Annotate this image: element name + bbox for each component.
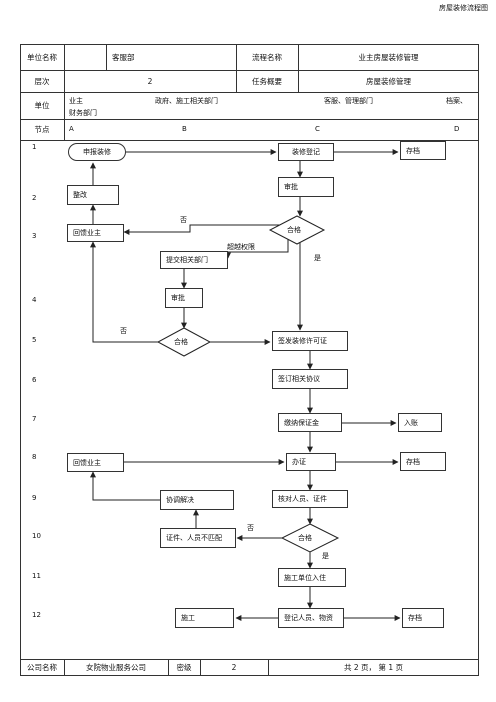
dept-label: 单位 xyxy=(34,101,50,110)
grid-line xyxy=(106,44,107,70)
dept-service: 客服、管理部门 xyxy=(324,97,373,105)
row-number: 6 xyxy=(32,376,37,384)
lane-a: A xyxy=(69,125,74,133)
edge-label-exceed-authority: 超越权限 xyxy=(227,243,255,251)
node-pay-deposit: 缴纳保证金 xyxy=(278,413,342,432)
node-archive-3: 存档 xyxy=(402,608,444,628)
node-mismatch: 证件、人员不匹配 xyxy=(160,528,236,548)
grid-line xyxy=(236,44,237,92)
grid-line xyxy=(298,44,299,92)
decision-qualified-1 xyxy=(268,215,326,245)
dept-finance: 财务部门 xyxy=(69,109,97,117)
decision-qualified-2 xyxy=(156,327,212,357)
node-feedback-owner-1: 回馈业主 xyxy=(67,224,124,242)
node-submit-department: 提交相关部门 xyxy=(160,251,228,269)
node-register-goods: 登记人员、物资 xyxy=(278,608,344,628)
node-feedback-owner-2: 回馈业主 xyxy=(67,453,124,472)
row-number: 10 xyxy=(32,532,41,540)
row-number: 2 xyxy=(32,194,37,202)
row-number: 7 xyxy=(32,415,37,423)
document-title: 房屋装修流程图 xyxy=(439,4,488,12)
row-number: 8 xyxy=(32,453,37,461)
process-value: 业主房屋装修管理 xyxy=(358,52,419,62)
grid-line xyxy=(268,659,269,676)
row-number: 9 xyxy=(32,494,37,502)
row-number: 1 xyxy=(32,143,37,151)
lane-d: D xyxy=(454,125,460,133)
node-verify-personnel: 核对人员、证件 xyxy=(272,490,348,508)
node-accounting: 入账 xyxy=(398,413,442,432)
arrow-qualified-feedback xyxy=(123,224,290,235)
row-number: 11 xyxy=(32,572,41,580)
row-number: 3 xyxy=(32,232,37,240)
level-value: 2 xyxy=(147,76,153,86)
grid-line xyxy=(64,44,65,140)
company-label: 公司名称 xyxy=(27,663,57,672)
grid-line xyxy=(20,140,479,141)
edge-label-yes: 是 xyxy=(322,552,329,560)
flowchart-sheet xyxy=(20,44,479,676)
arrow-coordinate-feedback xyxy=(90,471,160,501)
arrow-qualified2-feedback xyxy=(90,241,160,343)
arrow-exceed-submit xyxy=(225,238,289,259)
page-indicator: 共 2 页， 第 1 页 xyxy=(344,663,403,672)
node-review-2: 审批 xyxy=(165,288,203,308)
dept-owner: 业主 xyxy=(69,97,83,105)
dept-archive: 档案、 xyxy=(446,97,467,105)
unit-value: 客服部 xyxy=(112,52,135,62)
grid-line xyxy=(168,659,169,676)
node-rectify: 整改 xyxy=(67,185,119,205)
node-issue-permit: 签发装修许可证 xyxy=(272,331,348,351)
decision-qualified-3 xyxy=(280,523,340,553)
row-number: 12 xyxy=(32,611,41,619)
node-label: 节点 xyxy=(34,125,50,134)
decision-qualified-2-label: 合格 xyxy=(174,338,188,346)
level-label: 层次 xyxy=(34,76,50,86)
grid-line xyxy=(200,659,201,676)
edge-label-no: 否 xyxy=(120,327,127,335)
edge-label-no: 否 xyxy=(247,524,254,532)
node-enter-site: 施工单位入住 xyxy=(278,568,346,587)
node-archive-1: 存档 xyxy=(400,141,446,160)
row-number: 5 xyxy=(32,336,37,344)
process-label: 流程名称 xyxy=(252,52,282,62)
grid-line xyxy=(20,70,479,71)
node-construction: 施工 xyxy=(175,608,234,628)
secret-level-label: 密级 xyxy=(176,663,192,672)
node-sign-agreement: 签订相关协议 xyxy=(272,369,348,389)
node-renovation-register: 装修登记 xyxy=(278,143,334,161)
company-value: 女院物业服务公司 xyxy=(86,663,146,672)
decision-qualified-3-label: 合格 xyxy=(298,534,312,542)
grid-line xyxy=(64,659,65,676)
task-label: 任务概要 xyxy=(252,76,282,86)
grid-line xyxy=(20,92,479,93)
edge-label-yes: 是 xyxy=(314,254,321,262)
edge-label-no: 否 xyxy=(180,216,187,224)
decision-qualified-1-label: 合格 xyxy=(287,226,301,234)
node-handle-certificate: 办证 xyxy=(286,453,336,471)
dept-government: 政府、施工相关部门 xyxy=(155,97,218,105)
node-archive-2: 存档 xyxy=(400,452,446,471)
lane-c: C xyxy=(315,125,320,133)
grid-line xyxy=(20,119,479,120)
secret-level-value: 2 xyxy=(231,663,237,672)
grid-line xyxy=(20,659,479,660)
node-review-1: 审批 xyxy=(278,177,334,197)
task-value: 房屋装修管理 xyxy=(366,76,411,86)
node-apply-renovation: 申报装修 xyxy=(68,143,126,161)
lane-b: B xyxy=(182,125,187,133)
row-number: 4 xyxy=(32,296,37,304)
node-coordinate-resolve: 协调解决 xyxy=(160,490,234,510)
unit-label: 单位名称 xyxy=(27,52,57,62)
